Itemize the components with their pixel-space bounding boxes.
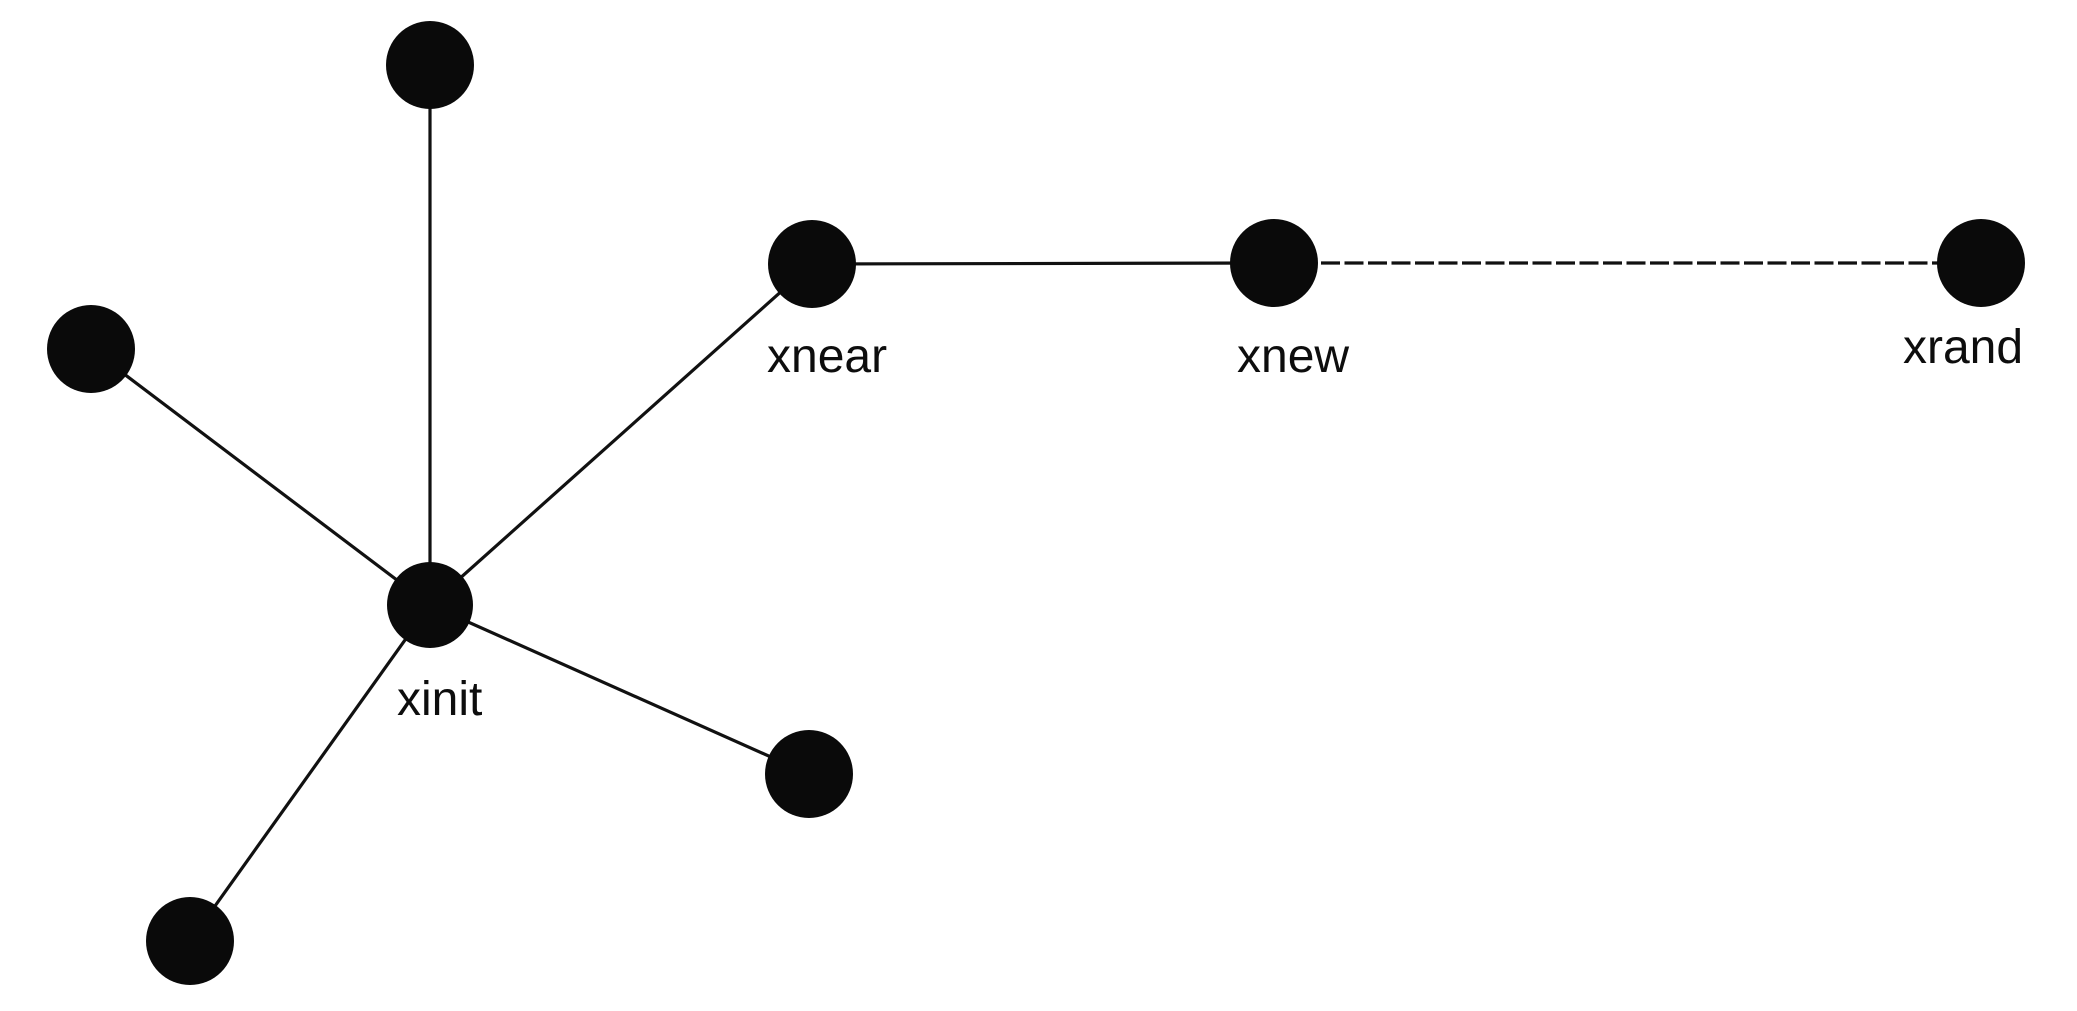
node-label-xinit: xinit (397, 673, 482, 726)
graph-node-n_botr[interactable] (765, 730, 853, 818)
graph-node-xinit[interactable] (387, 562, 473, 648)
graph-node-xnear[interactable] (768, 220, 856, 308)
node-label-xnew: xnew (1237, 330, 1349, 383)
node-label-xnear: xnear (767, 330, 887, 383)
graph-node-xrand[interactable] (1937, 219, 2025, 307)
graph-edge-xinit-to-n_botr (429, 603, 810, 776)
label-layer: xinit xnear xnew xrand (397, 321, 2023, 726)
graph-edge-xinit-to-n_left (90, 347, 431, 607)
graph-node-n_botl[interactable] (146, 897, 234, 985)
node-label-xrand: xrand (1903, 321, 2023, 374)
graph-edge-xinit-to-n_botl (188, 604, 432, 942)
graph-edge-xinit-to-xnear (428, 262, 814, 607)
edge-layer (90, 65, 1981, 942)
graph-node-n_top[interactable] (386, 21, 474, 109)
node-layer (47, 21, 2025, 985)
graph-node-n_left[interactable] (47, 305, 135, 393)
graph-edge-xnear-to-xnew (811, 261, 1275, 266)
graph-node-xnew[interactable] (1230, 219, 1318, 307)
